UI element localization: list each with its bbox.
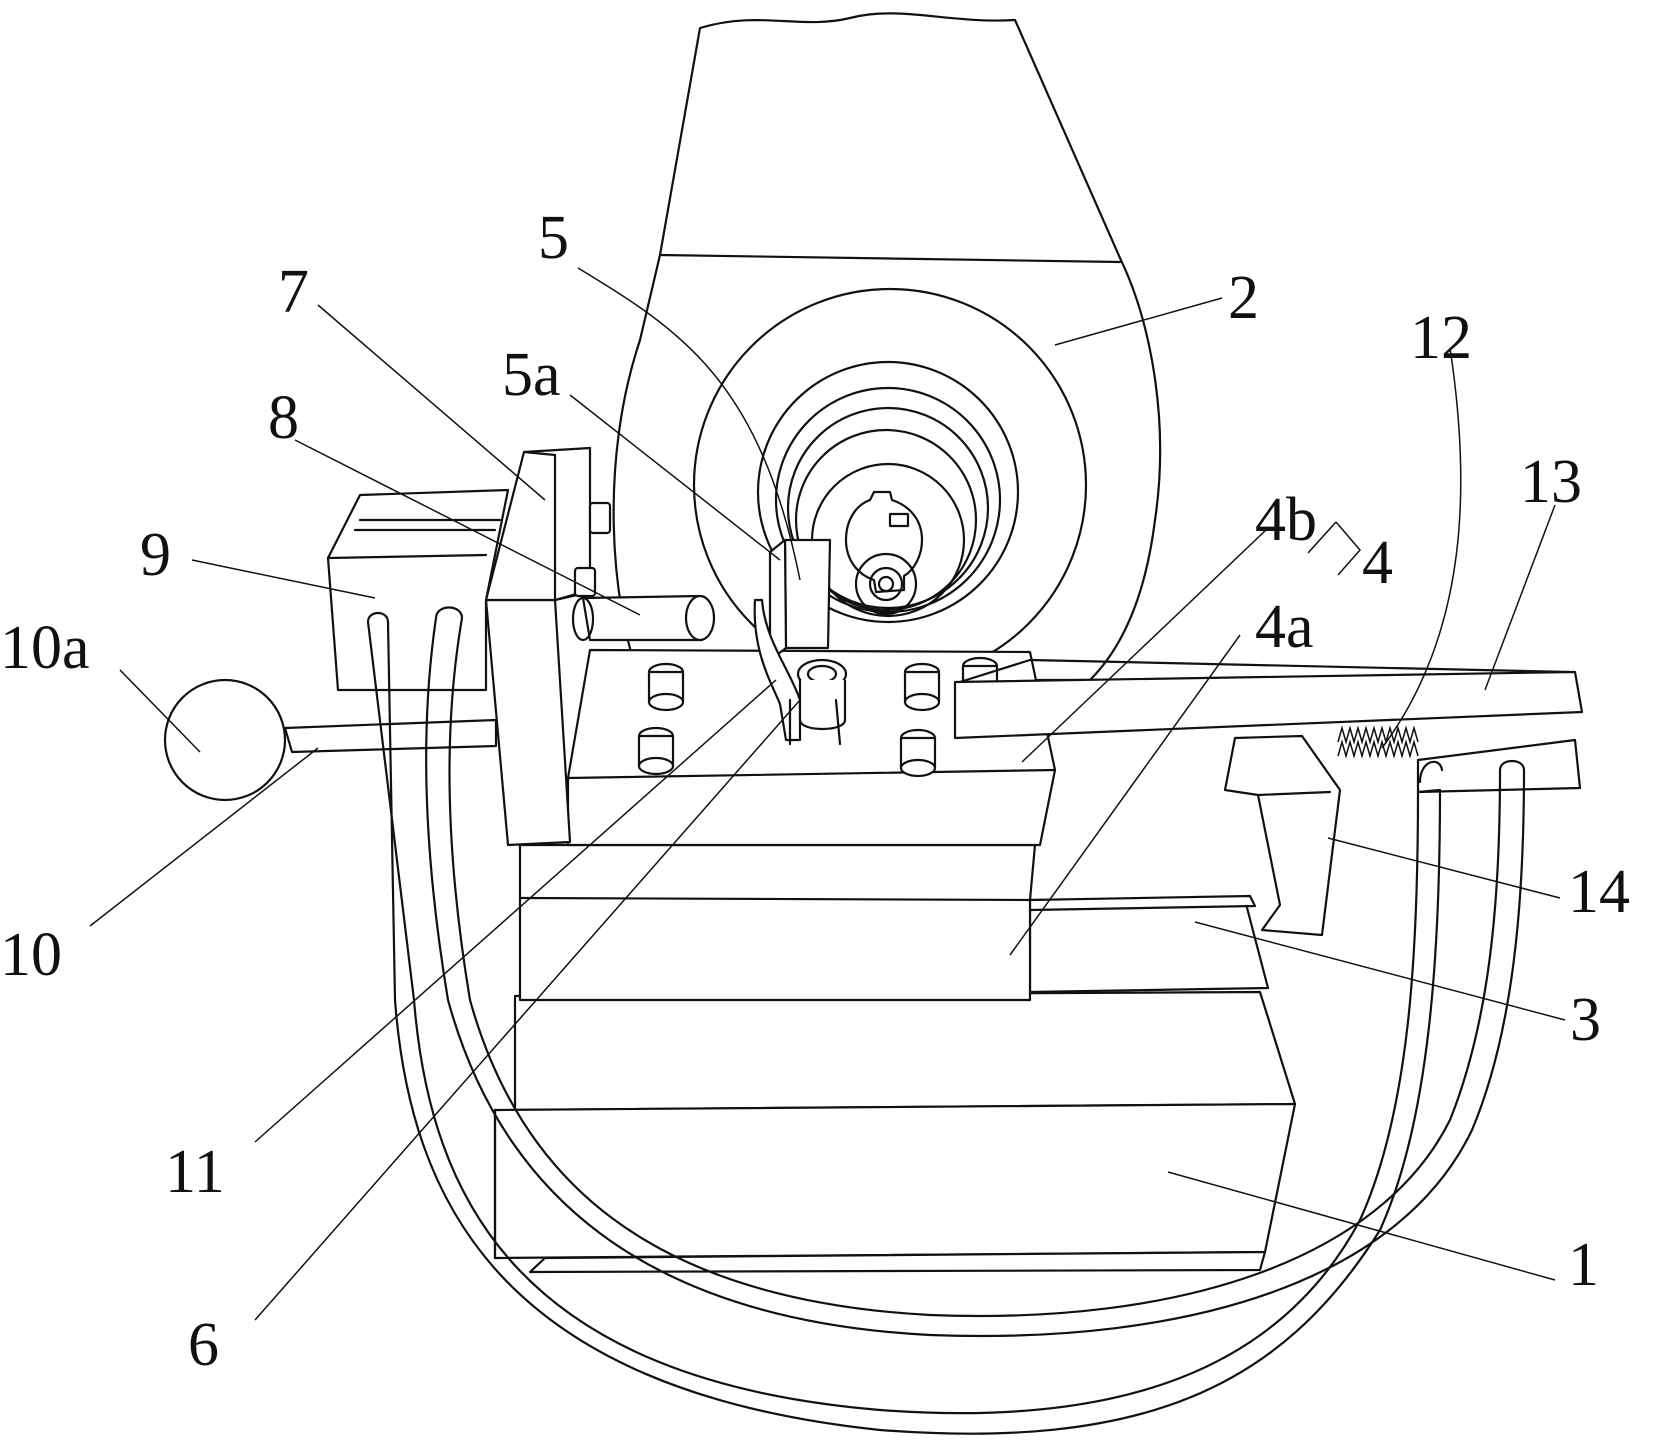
label-7: 7 xyxy=(278,258,309,326)
label-12: 12 xyxy=(1410,304,1472,372)
label-10: 10 xyxy=(0,921,62,989)
spring xyxy=(1338,728,1418,756)
machine-bed xyxy=(495,992,1295,1272)
valve-block xyxy=(328,490,508,690)
label-14: 14 xyxy=(1568,858,1630,926)
label-2: 2 xyxy=(1228,264,1259,332)
label-8: 8 xyxy=(268,384,299,452)
label-11: 11 xyxy=(165,1138,225,1206)
label-13: 13 xyxy=(1520,448,1582,516)
handle xyxy=(165,680,496,800)
label-5a: 5a xyxy=(502,341,561,409)
label-1: 1 xyxy=(1568,1231,1599,1299)
lower-slide xyxy=(520,845,1035,1000)
label-9: 9 xyxy=(140,521,171,589)
label-10a: 10a xyxy=(0,614,90,682)
label-3: 3 xyxy=(1570,986,1601,1054)
label-6: 6 xyxy=(188,1311,219,1379)
guide-rail xyxy=(1030,896,1268,992)
label-4b: 4b xyxy=(1255,486,1317,554)
label-4: 4 xyxy=(1362,529,1393,597)
headstock xyxy=(614,13,1160,681)
label-5: 5 xyxy=(538,204,569,272)
label-4a: 4a xyxy=(1255,593,1314,661)
pipe xyxy=(573,596,714,640)
